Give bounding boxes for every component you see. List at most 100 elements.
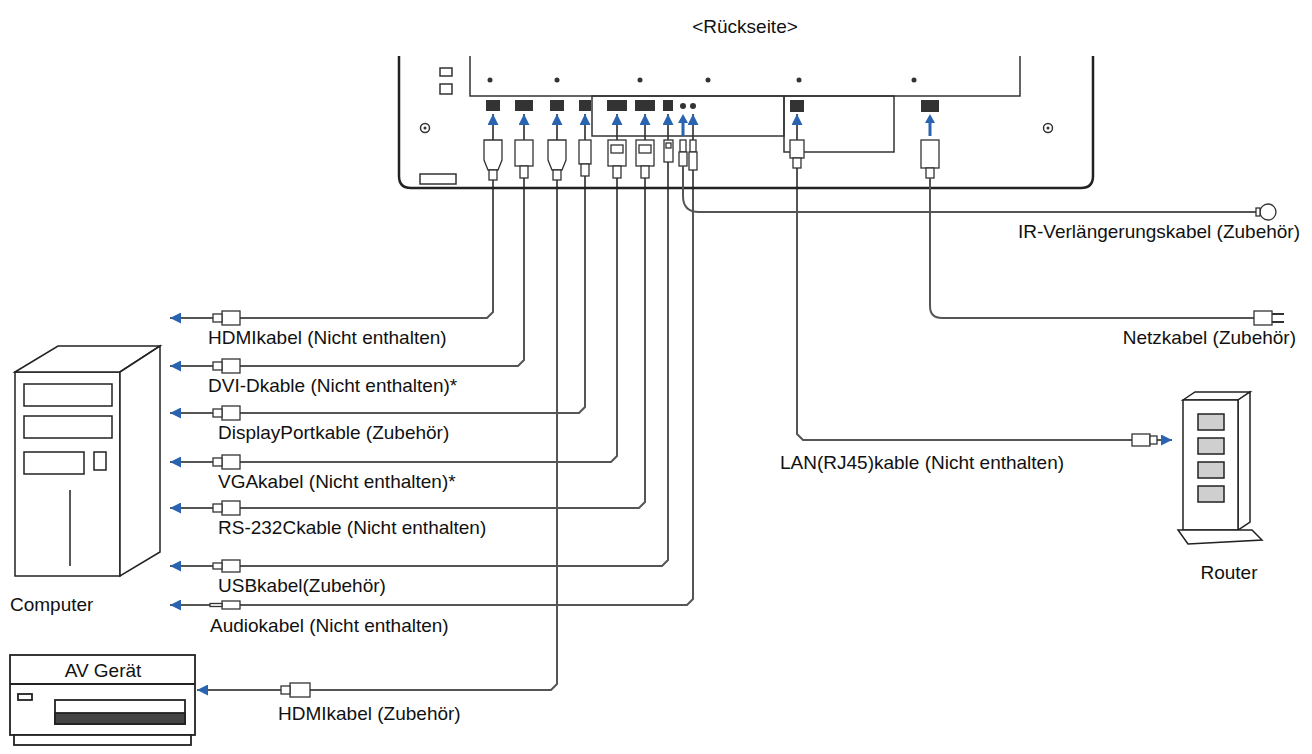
device-label: AV Gerät xyxy=(65,660,142,682)
drive-bay xyxy=(24,384,112,406)
cable-label: RS-232Ckable (Nicht enthalten) xyxy=(216,517,488,539)
ir-sensor-neck xyxy=(1256,208,1260,216)
hdmi-plug xyxy=(484,140,502,170)
cable-plug xyxy=(222,311,240,325)
cable-connector xyxy=(170,114,524,366)
cable-connector xyxy=(170,114,668,566)
cable-label: USBkabel(Zubehör) xyxy=(216,575,388,597)
monitor-frame xyxy=(399,56,1093,188)
cable-connector xyxy=(170,114,585,413)
rs232-plug xyxy=(636,140,654,166)
cable-plug xyxy=(222,560,240,572)
screw-dot xyxy=(912,78,917,83)
monitor-rear: <Rückseite> xyxy=(398,8,1092,114)
cable-label: VGAkabel (Nicht enthalten)* xyxy=(216,471,458,493)
router-front xyxy=(1183,400,1238,530)
insert-arrow xyxy=(925,114,935,136)
plug-sleeve xyxy=(793,158,801,168)
cable-plug-tip xyxy=(213,362,222,370)
device-label: Router xyxy=(1200,562,1257,584)
plug-sleeve xyxy=(489,170,497,180)
mains-prongs xyxy=(1272,314,1284,322)
router-box: Router xyxy=(1172,392,1272,584)
screw-dot xyxy=(1047,127,1050,130)
screw-dot xyxy=(555,78,560,83)
av-device-light xyxy=(18,694,32,700)
plug-sleeve xyxy=(689,152,697,170)
av-device xyxy=(10,655,195,745)
av-device-box: AV Gerät xyxy=(9,653,197,750)
hdmi-plug xyxy=(548,140,566,170)
connector-group xyxy=(170,114,1172,690)
cable-plug xyxy=(222,455,240,469)
power-port xyxy=(921,100,939,112)
cable-plug-tip xyxy=(213,563,222,569)
mains-plug xyxy=(1254,311,1272,325)
power-cable xyxy=(930,178,1254,318)
drive-bay xyxy=(24,416,112,438)
icon-mark xyxy=(440,68,452,76)
router-base xyxy=(1178,530,1262,544)
ir-plug xyxy=(680,140,686,152)
plug-sleeve xyxy=(520,166,528,178)
power-button xyxy=(94,452,106,470)
screw-dot xyxy=(488,78,493,83)
vga-port xyxy=(607,100,627,111)
lan-plug xyxy=(790,140,804,158)
cable-plug xyxy=(290,683,310,697)
tower-front xyxy=(15,372,120,576)
port-arrows xyxy=(678,114,935,136)
usb-plug xyxy=(664,140,673,162)
plug-sleeve xyxy=(641,166,649,178)
cable-label: Netzkabel (Zubehör) xyxy=(1121,327,1298,349)
cable-plug-tip xyxy=(213,458,222,466)
cable-plug-tip xyxy=(1150,436,1157,444)
plug-detail xyxy=(666,143,671,148)
port-bay xyxy=(592,96,784,136)
plug-sleeve xyxy=(613,166,621,178)
router-port xyxy=(1198,486,1224,502)
displayport-port xyxy=(579,100,591,111)
cable-label: HDMIkabel (Zubehör) xyxy=(276,703,463,725)
computer-box: Computer xyxy=(6,340,170,616)
dvi-port xyxy=(515,100,533,111)
cable-connector xyxy=(170,114,617,462)
cable-ends xyxy=(210,204,1284,697)
icon-mark xyxy=(440,84,452,94)
front-slot xyxy=(69,490,71,566)
plug-sleeve xyxy=(553,170,561,180)
plug-detail xyxy=(639,145,651,153)
router-side xyxy=(1238,392,1250,530)
displayport-plug xyxy=(579,140,591,164)
monitor-plugs xyxy=(484,140,939,180)
cable-plug-tip xyxy=(213,504,222,512)
plug-sleeve xyxy=(926,168,934,178)
cable-label: HDMIkabel (Nicht enthalten) xyxy=(206,327,449,349)
dvi-plug xyxy=(515,140,533,166)
screw xyxy=(1044,124,1053,133)
av-device-tray xyxy=(55,713,185,724)
cable-plug xyxy=(222,359,240,373)
power-plug xyxy=(921,140,939,168)
cable-plug-tip xyxy=(281,686,290,694)
cable-plug xyxy=(222,601,240,609)
router xyxy=(1178,392,1262,544)
ir-jack xyxy=(680,103,686,109)
vga-plug xyxy=(608,140,626,166)
cable-label: LAN(RJ45)kable (Nicht enthalten) xyxy=(778,452,1066,474)
cable-connector xyxy=(170,114,645,508)
monitor-ports xyxy=(486,100,939,112)
cable-label: IR-Verlängerungskabel (Zubehör) xyxy=(1016,221,1302,243)
device-label: Computer xyxy=(10,594,93,616)
hdmi-port xyxy=(550,100,564,111)
cable-plug-tip xyxy=(210,604,222,607)
screw-dot xyxy=(638,78,643,83)
av-device-base xyxy=(14,735,191,745)
router-port xyxy=(1198,438,1224,454)
av-device-band xyxy=(10,683,195,685)
screw-dot xyxy=(797,78,802,83)
